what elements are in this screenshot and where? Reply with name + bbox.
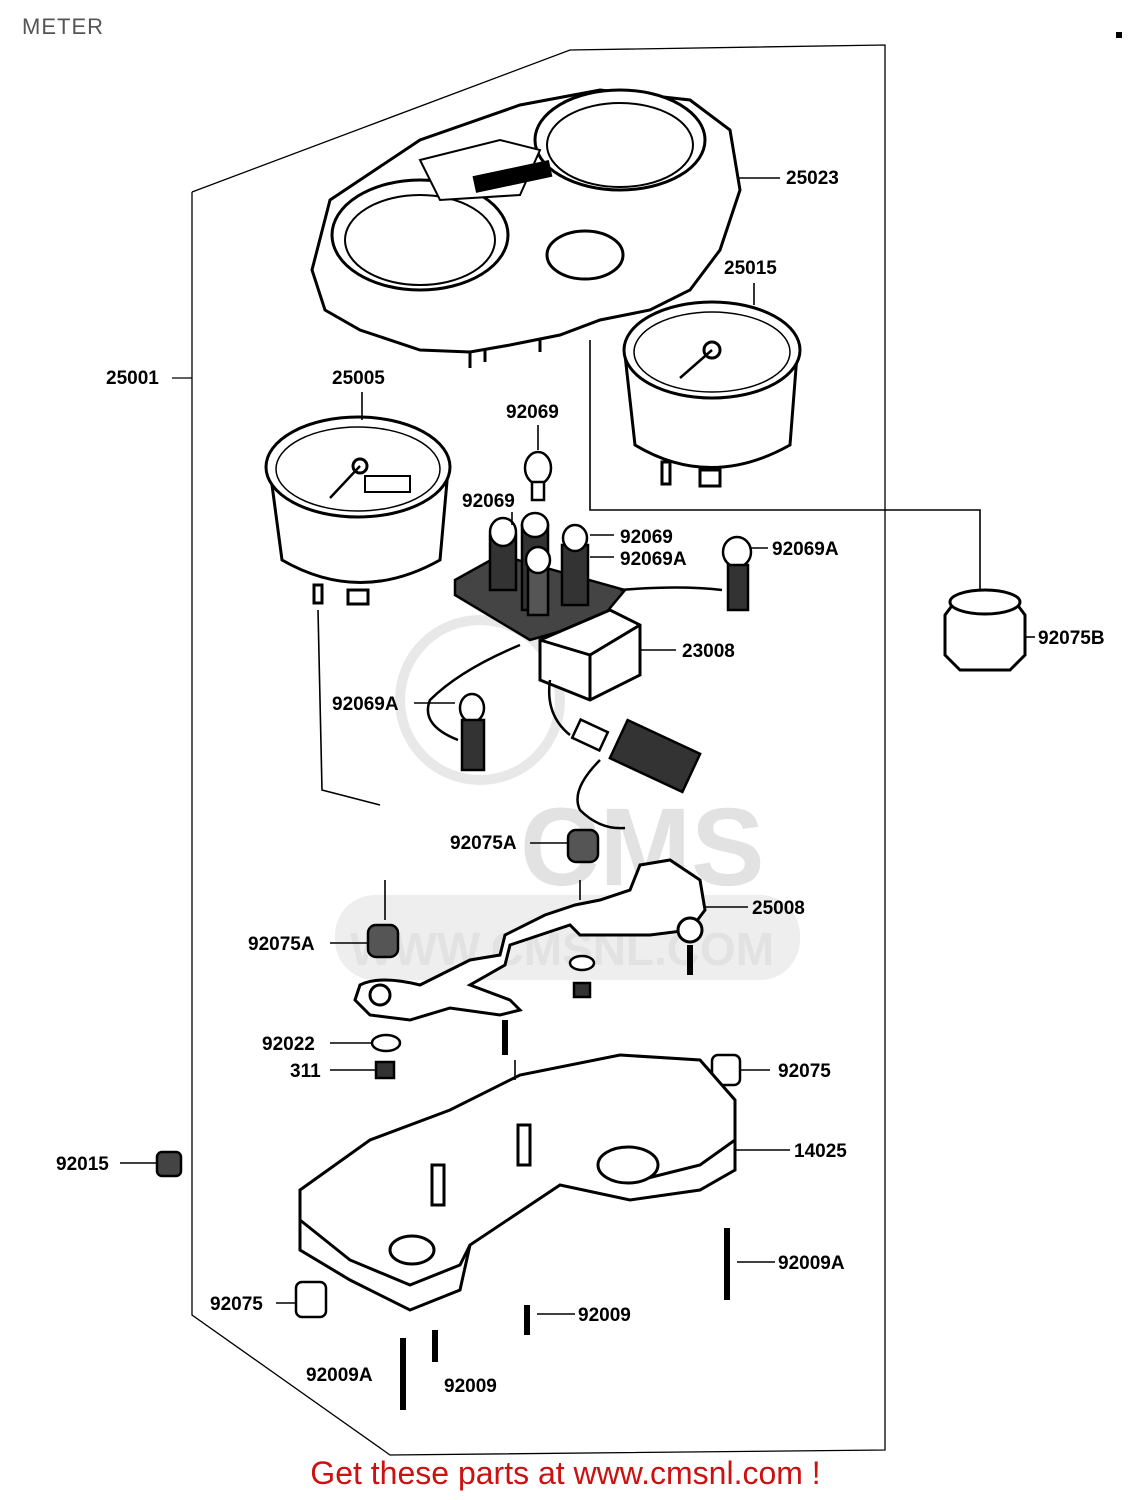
label-25023: 25023 — [786, 168, 839, 189]
label-92022: 92022 — [262, 1034, 315, 1055]
leader-lines — [120, 177, 1035, 1315]
label-92009-right: 92009 — [578, 1305, 631, 1326]
label-14025: 14025 — [794, 1141, 847, 1162]
label-92075b: 92075B — [1038, 628, 1105, 649]
wiring-connector — [548, 679, 702, 830]
label-25001: 25001 — [106, 368, 159, 389]
small-hardware — [155, 828, 742, 1410]
nut-92075b — [943, 588, 1027, 672]
label-92009-bottom: 92009 — [444, 1376, 497, 1397]
bulb-socket-assembly — [426, 450, 753, 772]
label-92069a-mid: 92069A — [620, 549, 687, 570]
label-92075-right: 92075 — [778, 1061, 831, 1082]
assembly-outline — [172, 44, 886, 1456]
label-25015: 25015 — [724, 258, 777, 279]
label-92069-right: 92069 — [620, 527, 673, 548]
label-25005: 25005 — [332, 368, 385, 389]
meter-lower-case — [298, 1053, 737, 1312]
corner-mark — [1116, 32, 1122, 38]
footer-call-to-action[interactable]: Get these parts at www.cmsnl.com ! — [310, 1455, 821, 1491]
label-92069a-right: 92069A — [772, 539, 839, 560]
label-92069-top: 92069 — [506, 402, 559, 423]
label-25008: 25008 — [752, 898, 805, 919]
page-title: METER — [22, 14, 104, 39]
label-92069a-left: 92069A — [332, 694, 399, 715]
label-92075a-center: 92075A — [450, 833, 517, 854]
speedometer-gauge — [264, 415, 452, 606]
label-311: 311 — [290, 1061, 321, 1082]
label-23008: 23008 — [682, 641, 735, 662]
label-92009a-bottom: 92009A — [306, 1365, 373, 1386]
label-92075a-left: 92075A — [248, 934, 315, 955]
label-92009a-right: 92009A — [778, 1253, 845, 1274]
label-92015: 92015 — [56, 1154, 109, 1175]
mounting-bracket — [353, 858, 707, 1055]
meter-housing-cover — [310, 88, 742, 368]
tachometer-gauge — [622, 300, 802, 488]
label-92075-left: 92075 — [210, 1294, 263, 1315]
watermark-url: WWW.CMSNL.COM — [350, 923, 774, 975]
label-92069-left: 92069 — [462, 491, 515, 512]
part-labels: 25023 25015 25001 25005 92069 92069 9206… — [56, 168, 1105, 1397]
relay-unit — [538, 608, 642, 702]
